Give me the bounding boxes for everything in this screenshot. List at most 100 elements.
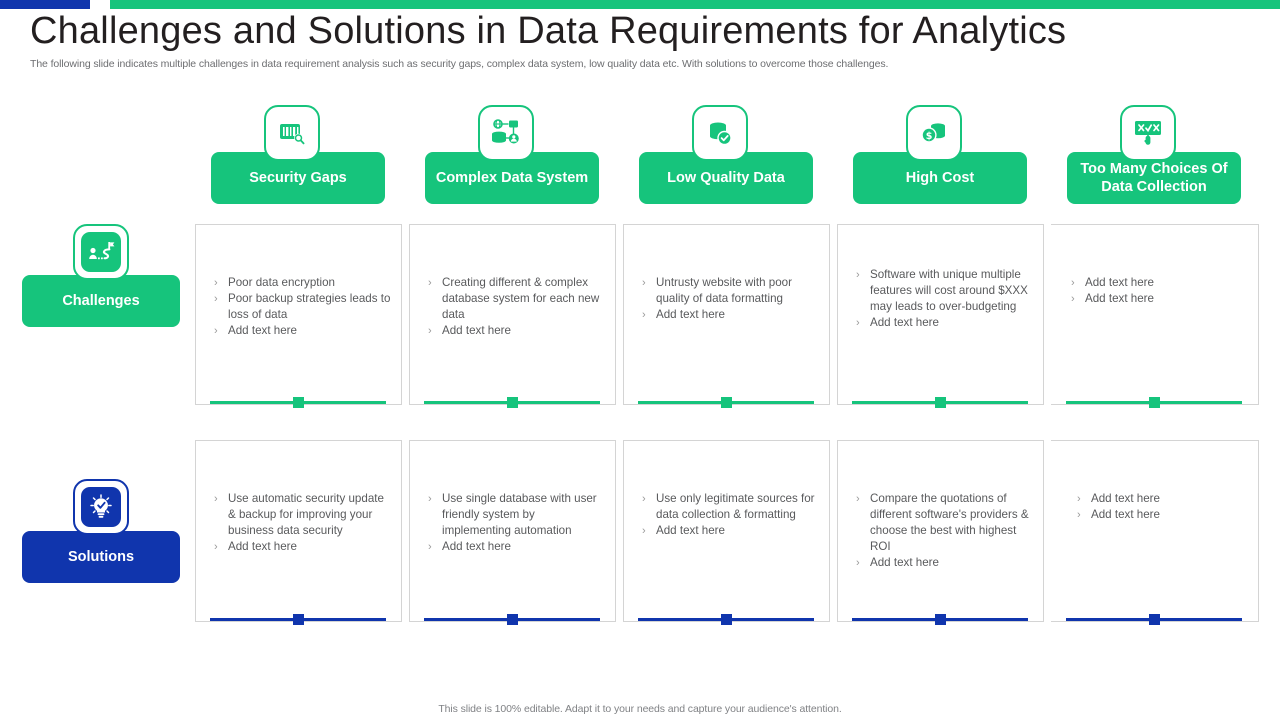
badge-low-quality-data [692,105,748,161]
barcode-search-icon [280,124,305,145]
accent-square-marker [720,614,732,625]
chevron-right-icon: › [856,493,860,505]
chevron-right-icon: › [428,325,432,337]
chevron-right-icon: › [642,277,646,289]
column-header-too-many-choices[interactable]: Too Many Choices Of Data Collection [1067,152,1241,204]
list-item: › Untrusty website with poor quality of … [642,276,792,305]
solution-bullets-2: › Use single database with user friendly… [428,491,605,555]
challenge-bullets-2: › Creating different & complex database … [428,275,605,339]
accent-square-marker [292,614,304,625]
row-label-solutions[interactable]: Solutions [22,531,180,583]
challenge-card-2[interactable]: › Creating different & complex database … [409,224,616,405]
solution-card-1[interactable]: › Use automatic security update & backup… [195,440,402,622]
list-item: › Creating different & complex database … [428,276,600,321]
chevron-right-icon: › [1071,293,1075,305]
challenge-accent-rule-2 [424,397,600,408]
svg-text:$: $ [926,131,933,142]
badge-security-gaps [264,105,320,161]
accent-square-marker [1148,397,1160,408]
chevron-right-icon: › [856,317,860,329]
chevron-right-icon: › [428,541,432,553]
database-network-icon [492,119,519,144]
chevron-right-icon: › [642,309,646,321]
chevron-right-icon: › [1077,493,1081,505]
list-item: › Compare the quotations of different so… [856,492,1029,553]
challenge-card-1[interactable]: › Poor data encryption › Poor backup str… [195,224,402,405]
chevron-right-icon: › [214,541,218,553]
goal-path-icon [89,242,115,260]
list-item: › Add text here [1077,492,1160,505]
chevron-right-icon: › [214,325,218,337]
list-item: › Use automatic security update & backup… [214,492,384,537]
accent-square-marker [506,614,518,625]
chevron-right-icon: › [856,269,860,281]
solution-bullets-1: › Use automatic security update & backup… [214,491,391,555]
challenge-bullets-3: › Untrusty website with poor quality of … [642,275,819,323]
chevron-right-icon: › [214,293,218,305]
top-accent-bar-green [110,0,1280,9]
chevron-right-icon: › [428,277,432,289]
list-item: › Add text here [856,316,939,329]
solution-card-5[interactable]: › Add text here › Add text here [1051,440,1259,622]
chevron-right-icon: › [1071,277,1075,289]
challenge-accent-rule-3 [638,397,814,408]
page-title: Challenges and Solutions in Data Require… [30,10,1067,52]
challenge-card-3[interactable]: › Untrusty website with poor quality of … [623,224,830,405]
badge-high-cost: $ [906,105,962,161]
solution-accent-rule-5 [1066,614,1242,625]
solution-accent-rule-1 [210,614,386,625]
badge-complex-data-system [478,105,534,161]
list-item: › Add text here [856,556,939,569]
badge-too-many-choices [1120,105,1176,161]
challenges-icon-tile [81,232,121,272]
solution-bullets-3: › Use only legitimate sources for data c… [642,491,819,539]
solution-accent-rule-2 [424,614,600,625]
solution-card-3[interactable]: › Use only legitimate sources for data c… [623,440,830,622]
list-item: › Add text here [214,540,297,553]
solution-bullets-4: › Compare the quotations of different so… [856,491,1033,571]
chevron-right-icon: › [642,525,646,537]
choice-board-icon [1135,121,1161,145]
challenge-accent-rule-4 [852,397,1028,408]
coins-check-icon [710,122,732,146]
list-item: › Add text here [642,524,725,537]
footer-note: This slide is 100% editable. Adapt it to… [438,703,842,715]
row-label-challenges[interactable]: Challenges [22,275,180,327]
chevron-right-icon: › [642,493,646,505]
list-item: › Add text here [642,308,725,321]
list-item: › Software with unique multiple features… [856,268,1028,313]
list-item: › Add text here [428,324,511,337]
solution-accent-rule-3 [638,614,814,625]
list-item: › Add text here [1071,276,1154,289]
challenge-bullets-5: › Add text here › Add text here [1071,275,1248,307]
list-item: › Poor data encryption [214,276,335,289]
challenge-card-4[interactable]: › Software with unique multiple features… [837,224,1044,405]
accent-square-marker [934,397,946,408]
solution-card-4[interactable]: › Compare the quotations of different so… [837,440,1044,622]
solutions-icon-tile [81,487,121,527]
chevron-right-icon: › [428,493,432,505]
page-subtitle: The following slide indicates multiple c… [30,58,889,70]
list-item: › Poor backup strategies leads to loss o… [214,292,391,321]
challenge-accent-rule-1 [210,397,386,408]
solution-card-2[interactable]: › Use single database with user friendly… [409,440,616,622]
accent-square-marker [934,614,946,625]
challenge-card-5[interactable]: › Add text here › Add text here [1051,224,1259,405]
badge-challenges [73,224,129,280]
challenge-accent-rule-5 [1066,397,1242,408]
accent-square-marker [506,397,518,408]
challenge-bullets-1: › Poor data encryption › Poor backup str… [214,275,391,339]
chevron-right-icon: › [214,493,218,505]
chevron-right-icon: › [856,557,860,569]
accent-square-marker [1148,614,1160,625]
list-item: › Add text here [428,540,511,553]
solution-accent-rule-4 [852,614,1028,625]
chevron-right-icon: › [1077,509,1081,521]
challenge-bullets-4: › Software with unique multiple features… [856,267,1033,331]
list-item: › Add text here [214,324,297,337]
lightbulb-check-icon [90,494,112,518]
accent-square-marker [292,397,304,408]
solution-bullets-5: › Add text here › Add text here [1077,491,1248,523]
list-item: › Add text here [1077,508,1160,521]
